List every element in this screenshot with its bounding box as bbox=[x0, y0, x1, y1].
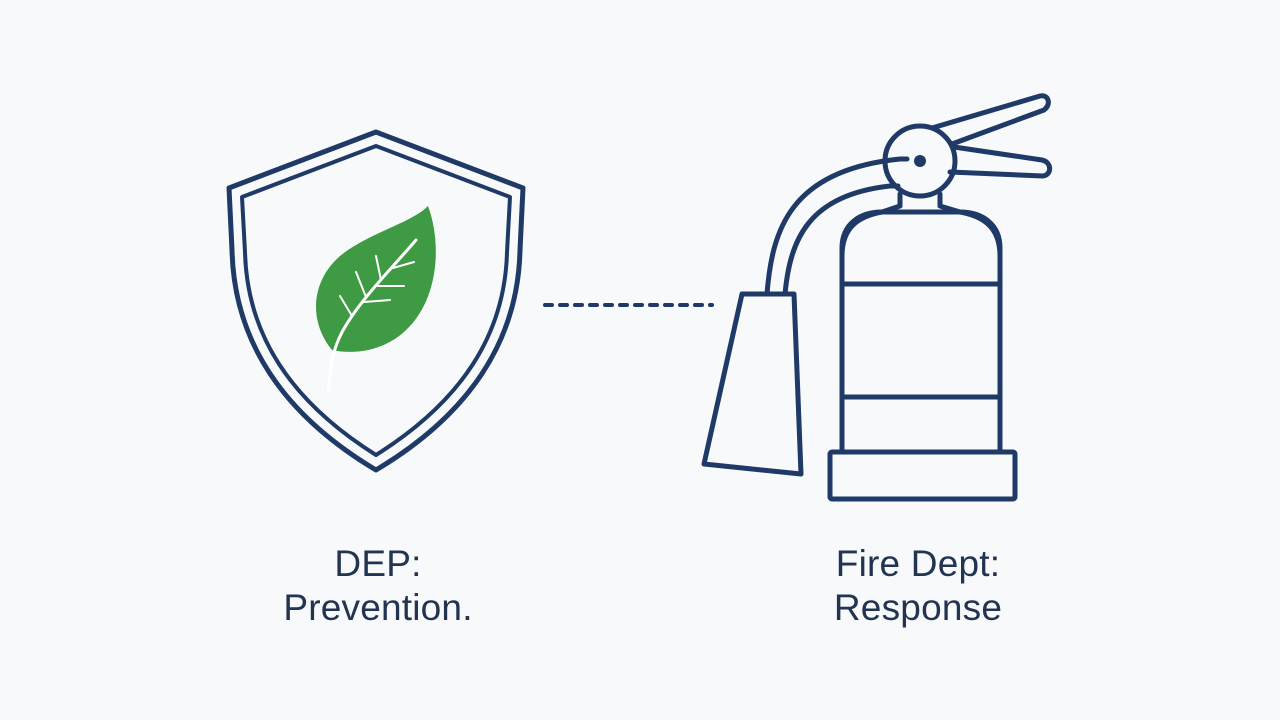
extinguisher-hose bbox=[764, 156, 910, 297]
fire-extinguisher-icon bbox=[701, 93, 1053, 502]
fire-dept-label-line2: Response bbox=[833, 587, 1003, 628]
leaf-veins bbox=[339, 255, 415, 317]
dep-label: DEP: Prevention. bbox=[230, 542, 526, 630]
shield-outer-outline bbox=[226, 129, 526, 473]
extinguisher-valve-center bbox=[914, 155, 926, 167]
dep-label-line1: DEP: bbox=[334, 543, 422, 584]
extinguisher-lower-handle bbox=[947, 144, 1053, 179]
extinguisher-body bbox=[839, 209, 1003, 455]
leaf-stem bbox=[326, 374, 332, 394]
extinguisher-upper-handle bbox=[929, 93, 1051, 147]
leaf-blade bbox=[316, 206, 436, 352]
leaf-icon bbox=[316, 206, 436, 394]
fire-dept-label: Fire Dept: Response bbox=[780, 542, 1056, 630]
extinguisher-hose-inner bbox=[782, 183, 901, 297]
extinguisher-nozzle bbox=[701, 291, 804, 477]
extinguisher-valve bbox=[882, 123, 958, 199]
fire-dept-label-line1: Fire Dept: bbox=[835, 543, 1001, 584]
extinguisher-neck bbox=[839, 191, 1003, 259]
extinguisher-base bbox=[827, 449, 1018, 502]
shield-inner-outline bbox=[240, 144, 512, 457]
dep-label-line2: Prevention. bbox=[283, 587, 473, 628]
shield-leaf-icon bbox=[226, 129, 526, 473]
